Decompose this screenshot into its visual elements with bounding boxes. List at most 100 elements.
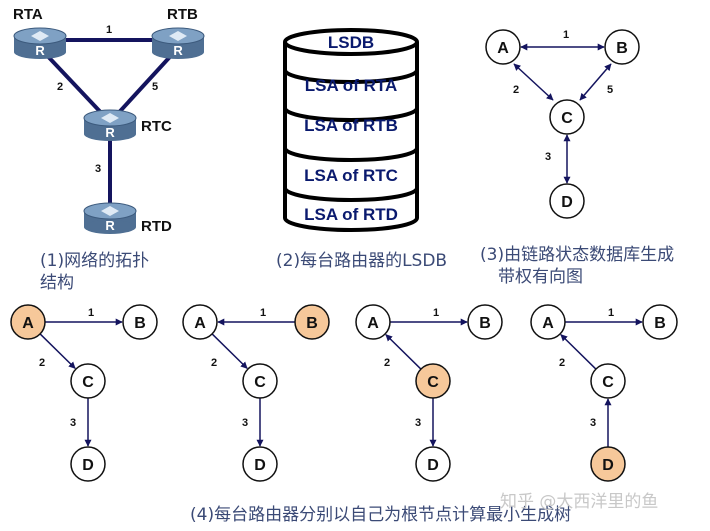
cost-rtb-rtc: 5: [152, 81, 158, 93]
router-rta-icon-letter: R: [35, 43, 45, 58]
graph-node-b: B: [604, 29, 640, 65]
tree4-node-d-root: [590, 446, 626, 482]
tree1-node-b-label: B: [134, 315, 146, 332]
cost-rtc-rtd: 3: [95, 163, 101, 175]
link-rta-rtc: [38, 46, 110, 122]
tree2-node-c-label: C: [254, 374, 266, 391]
cost-rta-rtc: 2: [57, 81, 63, 93]
lsdb-panel: LSDB LSA of RTA LSA of RTB LSA of RTC LS…: [283, 28, 419, 232]
cost-rta-rtb: 1: [106, 24, 112, 36]
tree4-node-d-label: D: [602, 457, 614, 474]
tree2-cost-c-d: 3: [242, 417, 248, 429]
tree2-node-d: [242, 446, 278, 482]
lsdb-layer-title: LSDB: [328, 33, 374, 52]
tree2-cost-a-b: 1: [260, 307, 266, 319]
graph-caption-line1: (3)由链路状态数据库生成: [480, 245, 675, 265]
router-rtb-icon-letter: R: [173, 43, 183, 58]
tree3-node-d-label: D: [427, 457, 439, 474]
tree1-node-a-label: A: [22, 315, 34, 332]
svg-text:C: C: [561, 110, 573, 127]
topology-panel: R R R R RTA RTB RTC RTD 1 2 5: [13, 6, 205, 235]
tree4-edge-a-c: [560, 334, 597, 370]
router-rtc-icon-letter: R: [105, 125, 115, 140]
router-rtc-label: RTC: [141, 118, 172, 135]
tree3-node-a: [355, 304, 391, 340]
lsdb-separator: [283, 147, 419, 162]
router-rtb-label: RTB: [167, 6, 198, 23]
router-rtc-icon: R: [83, 109, 137, 141]
tree4-cost-a-b: 1: [608, 307, 614, 319]
tree1-node-c: [70, 363, 106, 399]
tree1-node-a-root: [10, 304, 46, 340]
watermark-text: 知乎 @大西洋里的鱼: [500, 492, 659, 512]
tree4-node-c: [590, 363, 626, 399]
weighted-graph-panel: A B C D 1 2 5 3: [485, 29, 640, 219]
tree3-edge-a-c: [385, 334, 422, 370]
tree3-cost-a-b: 1: [433, 307, 439, 319]
tree4-node-b: [642, 304, 678, 340]
graph-node-a: A: [485, 29, 521, 65]
tree3-cost-a-c: 2: [384, 357, 390, 369]
tree4-node-c-label: C: [602, 374, 614, 391]
lsdb-separator: [283, 69, 419, 84]
tree4-cost-c-d: 3: [590, 417, 596, 429]
tree1-node-c-label: C: [82, 374, 94, 391]
graph-cost-a-c: 2: [513, 84, 519, 96]
tree2-node-b-label: B: [306, 315, 318, 332]
graph-cost-b-c: 5: [607, 84, 613, 96]
topology-caption: (1)网络的拓扑 结构: [40, 250, 149, 294]
lsdb-layer-rta: LSA of RTA: [305, 76, 398, 95]
lsdb-cylinder-body: [283, 42, 419, 232]
router-rta-label: RTA: [13, 6, 43, 23]
tree2-node-d-label: D: [254, 457, 266, 474]
router-rtd-label: RTD: [141, 218, 172, 235]
tree3-node-b-label: B: [479, 315, 491, 332]
tree3-node-c-root: [415, 363, 451, 399]
lsdb-layer-rtd: LSA of RTD: [304, 205, 398, 224]
router-rtd-icon: R: [83, 202, 137, 234]
graph-caption: (3)由链路状态数据库生成 带权有向图: [480, 244, 674, 288]
tree4-cost-a-c: 2: [559, 357, 565, 369]
topology-caption-line1: (1)网络的拓扑: [40, 251, 150, 271]
edge-a-c: [513, 63, 554, 101]
lsdb-layer-rtb: LSA of RTB: [304, 116, 398, 135]
tree3-cost-c-d: 3: [415, 417, 421, 429]
tree1-cost-c-d: 3: [70, 417, 76, 429]
topology-caption-line2: 结构: [40, 273, 74, 293]
tree4-node-a-label: A: [542, 315, 554, 332]
lsdb-layer-rtc: LSA of RTC: [304, 166, 398, 185]
lsdb-separator: [283, 187, 419, 202]
tree1-cost-a-c: 2: [39, 357, 45, 369]
svg-text:A: A: [497, 40, 509, 57]
tree4-node-a: [530, 304, 566, 340]
edge-b-c: [579, 63, 612, 101]
tree2-node-a-label: A: [194, 315, 206, 332]
tree1-cost-a-b: 1: [88, 307, 94, 319]
graph-node-c: C: [549, 99, 585, 135]
lsdb-caption: (2)每台路由器的LSDB: [276, 251, 448, 271]
tree1-node-d: [70, 446, 106, 482]
lsdb-separator: [283, 107, 419, 122]
tree4-node-b-label: B: [654, 315, 666, 332]
tree2-cost-a-c: 2: [211, 357, 217, 369]
tree2-node-b-root: [294, 304, 330, 340]
tree3-node-b: [467, 304, 503, 340]
graph-cost-c-d: 3: [545, 151, 551, 163]
spanning-trees-panel: 1 2 3 A B C D 1 2 3 A B C D 1 2 3 A B C D 1 2 3 A B C D: [10, 304, 678, 482]
tree2-edge-a-c: [211, 333, 248, 369]
tree1-edge-a-c: [39, 333, 76, 369]
svg-text:D: D: [561, 194, 573, 211]
tree3-node-c-label: C: [427, 374, 439, 391]
tree2-node-c: [242, 363, 278, 399]
graph-caption-line2: 带权有向图: [498, 267, 583, 287]
tree3-node-a-label: A: [367, 315, 379, 332]
router-rta-icon: R: [13, 27, 67, 59]
lsdb-cylinder-top: [283, 28, 419, 56]
tree3-node-d: [415, 446, 451, 482]
svg-text:B: B: [616, 40, 628, 57]
tree1-node-b: [122, 304, 158, 340]
tree1-node-d-label: D: [82, 457, 94, 474]
router-rtb-icon: R: [151, 27, 205, 59]
link-rtb-rtc: [110, 46, 180, 122]
